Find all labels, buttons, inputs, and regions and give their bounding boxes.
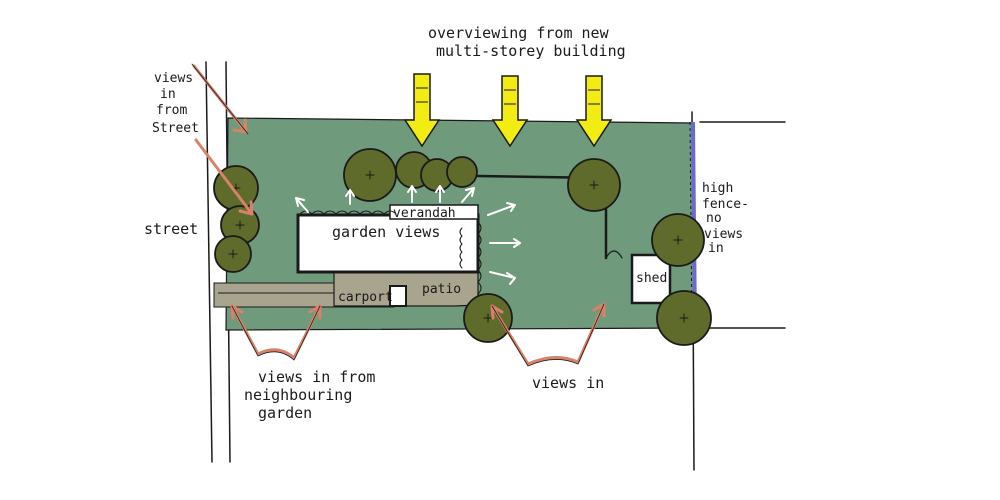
street-label: street (144, 220, 198, 238)
overlooking-arrow-bands (416, 87, 600, 105)
views-from-neighbour-label-1: views in from (258, 368, 375, 386)
shed (630, 253, 672, 305)
high-fence-label-3: no (706, 211, 722, 226)
views-from-neighbour-label-2: neighbouring (244, 386, 352, 404)
shed-label: shed (636, 271, 667, 286)
neighbour-view-arrows (230, 304, 322, 360)
overlooking-arrow (403, 73, 441, 148)
street-view-arrow-mid (194, 138, 254, 216)
overlooking-arrows (403, 73, 613, 148)
carport-door (389, 285, 407, 307)
carport-label: carport (338, 290, 393, 305)
overviewing-label-line1: overviewing from new (428, 24, 610, 42)
views-in-label: views in (532, 374, 604, 392)
high-fence-label-4: views (704, 227, 743, 242)
garden-view-arrows (295, 185, 521, 285)
views-from-street-label-1: views (154, 71, 193, 86)
high-fence-label-2: fence- (702, 197, 749, 212)
overlooking-arrow (575, 75, 613, 148)
tree (446, 156, 478, 188)
views-from-neighbour-label-3: garden (258, 404, 312, 422)
views-in-arrows-right (490, 302, 606, 366)
tree-centres (228, 170, 689, 323)
high-fence-label-5: in (708, 241, 724, 256)
overlooking-arrow (491, 75, 529, 148)
house (296, 204, 482, 307)
views-from-street-label-4: Street (152, 121, 199, 136)
verandah-label: verandah (393, 206, 456, 221)
patio-label: patio (422, 282, 461, 297)
trees (213, 148, 712, 346)
overviewing-label-line2: multi-storey building (436, 42, 626, 60)
views-in-arrow-outlines (191, 63, 605, 367)
views-from-street-label-3: from (156, 103, 187, 118)
garden-views-label: garden views (332, 223, 440, 241)
views-from-street-label-2: in (160, 87, 176, 102)
high-fence-label-1: high (702, 181, 733, 196)
